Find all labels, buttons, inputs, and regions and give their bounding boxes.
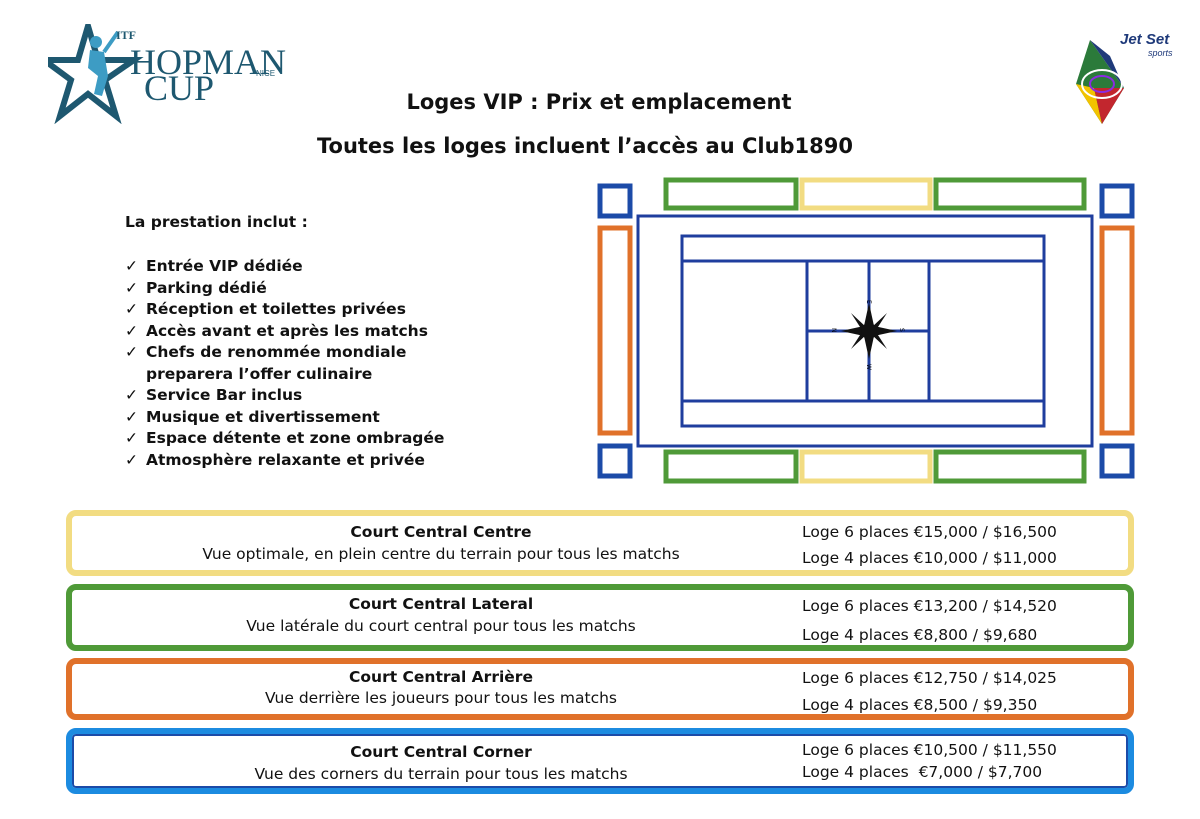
price-6-places: Loge 6 places €12,750 / $14,025 <box>802 669 1057 687</box>
price-4-places: Loge 4 places €8,800 / $9,680 <box>802 626 1038 644</box>
check-icon: ✓ <box>125 429 138 447</box>
svg-text:E: E <box>865 300 872 304</box>
price-4-places: Loge 4 places €8,500 / $9,350 <box>802 696 1038 714</box>
page-subtitle: Toutes les loges incluent l’accès au Clu… <box>316 134 854 158</box>
pricing-card-arriere: Court Central Arrière Vue derrière les j… <box>66 658 1134 720</box>
lateral-box-bottom-left <box>663 449 799 484</box>
list-item: ✓Espace détente et zone ombragée <box>125 428 444 450</box>
list-item: ✓Chefs de renommée mondiale preparera l’… <box>125 343 407 383</box>
includes-title: La prestation inclut : <box>125 213 308 231</box>
svg-text:ITF: ITF <box>116 28 136 42</box>
card-description: Vue derrière les joueurs pour tous les m… <box>265 689 617 707</box>
svg-text:NICE: NICE <box>256 69 275 78</box>
court-outer <box>636 214 1094 448</box>
lateral-box-top-left <box>663 177 799 211</box>
includes-list: ✓Entrée VIP dédiée ✓Parking dédié ✓Récep… <box>125 256 444 471</box>
svg-text:HOPMAN: HOPMAN <box>130 42 286 82</box>
check-icon: ✓ <box>125 278 138 297</box>
star-logo-shape <box>48 24 144 124</box>
list-item: ✓Atmosphère relaxante et privée <box>125 450 444 472</box>
price-4-places: Loge 4 places €10,000 / $11,000 <box>802 549 1057 567</box>
price-6-places: Loge 6 places €15,000 / $16,500 <box>802 523 1057 541</box>
svg-text:CUP: CUP <box>144 68 214 108</box>
list-item: ✓Musique et divertissement <box>125 407 444 429</box>
list-item: ✓Accès avant et après les matchs <box>125 321 444 343</box>
page-title: Loges VIP : Prix et emplacement <box>406 90 792 114</box>
court-map: E W N S <box>597 177 1135 484</box>
court-doubles <box>680 234 1046 428</box>
pricing-card-lateral: Court Central Lateral Vue latérale du co… <box>66 584 1134 651</box>
check-icon: ✓ <box>125 386 138 404</box>
check-icon: ✓ <box>125 343 138 361</box>
lateral-box-bottom-right <box>933 449 1087 484</box>
check-icon: ✓ <box>125 450 138 469</box>
hopman-cup-logo: ITF HOPMAN CUP NICE <box>48 24 286 124</box>
corner-box-top-left <box>597 183 633 219</box>
lateral-box-top-right <box>933 177 1087 211</box>
pricing-card-corner: Court Central Corner Vue des corners du … <box>66 728 1134 794</box>
check-icon: ✓ <box>125 300 138 318</box>
centre-box-top <box>799 177 933 211</box>
card-description: Vue optimale, en plein centre du terrain… <box>202 545 680 563</box>
arriere-box-right <box>1099 225 1135 436</box>
svg-text:N: N <box>830 328 837 333</box>
centre-box-bottom <box>799 449 933 484</box>
check-icon: ✓ <box>125 257 138 275</box>
jetset-logo: Jet Set sports <box>1076 31 1173 124</box>
corner-box-bottom-left <box>597 443 633 479</box>
card-description: Vue des corners du terrain pour tous les… <box>254 765 628 783</box>
arriere-box-left <box>597 225 633 436</box>
check-icon: ✓ <box>125 321 138 340</box>
corner-box-top-right <box>1099 183 1135 219</box>
card-description: Vue latérale du court central pour tous … <box>246 617 636 635</box>
card-title: Court Central Corner <box>350 743 532 761</box>
list-item: ✓Réception et toilettes privées <box>125 299 444 321</box>
price-6-places: Loge 6 places €10,500 / $11,550 <box>802 741 1057 759</box>
price-4-places: Loge 4 places €7,000 / $7,700 <box>802 763 1043 781</box>
svg-text:sports: sports <box>1148 48 1173 58</box>
card-title: Court Central Centre <box>350 523 532 541</box>
pricing-card-centre: Court Central Centre Vue optimale, en pl… <box>66 510 1134 576</box>
price-6-places: Loge 6 places €13,200 / $14,520 <box>802 597 1057 615</box>
svg-text:W: W <box>865 364 872 370</box>
compass-icon: E W N S <box>830 300 905 370</box>
check-icon: ✓ <box>125 407 138 426</box>
list-item: ✓Parking dédié <box>125 278 444 300</box>
list-item: ✓Entrée VIP dédiée <box>125 256 444 278</box>
corner-box-bottom-right <box>1099 443 1135 479</box>
card-title: Court Central Arrière <box>349 668 533 686</box>
card-title: Court Central Lateral <box>348 595 534 613</box>
svg-text:Jet Set: Jet Set <box>1120 31 1170 48</box>
list-item: ✓Service Bar inclus <box>125 385 444 407</box>
svg-text:S: S <box>898 328 905 332</box>
